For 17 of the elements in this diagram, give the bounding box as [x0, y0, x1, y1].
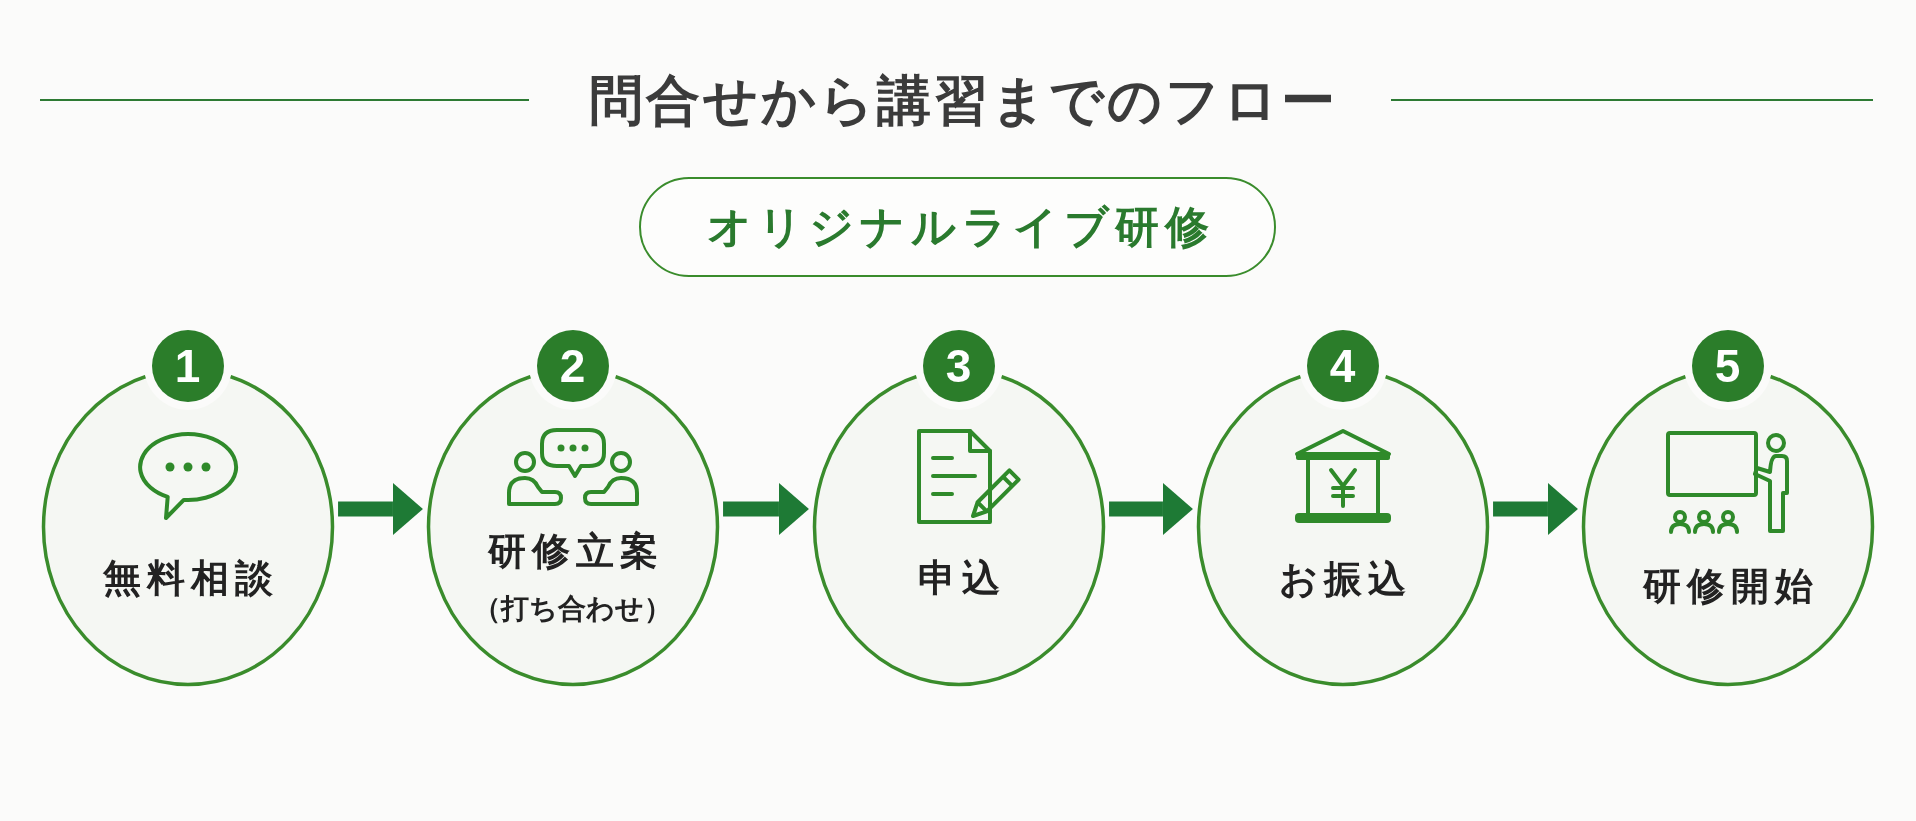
step-circle [812, 328, 1105, 688]
arrow [1109, 483, 1193, 535]
step-sublabel: （打ち合わせ） [473, 592, 672, 626]
arrow [1493, 483, 1578, 535]
step-label: 研修開始 [1642, 565, 1819, 609]
title: 問合せから講習までのフロー [588, 68, 1338, 132]
step-circle [41, 328, 334, 688]
arrow [723, 483, 809, 535]
step-circle [1581, 328, 1874, 688]
step-label: お振込 [1279, 558, 1412, 602]
step-label: 申込 [917, 557, 1006, 601]
pill-box: オリジナルライブ研修 [639, 177, 1276, 277]
step-label: 研修立案 [487, 530, 664, 574]
arrow [338, 483, 423, 535]
step-circle [426, 328, 719, 688]
step-circle [1196, 328, 1489, 688]
step-label: 無料相談 [102, 557, 279, 601]
